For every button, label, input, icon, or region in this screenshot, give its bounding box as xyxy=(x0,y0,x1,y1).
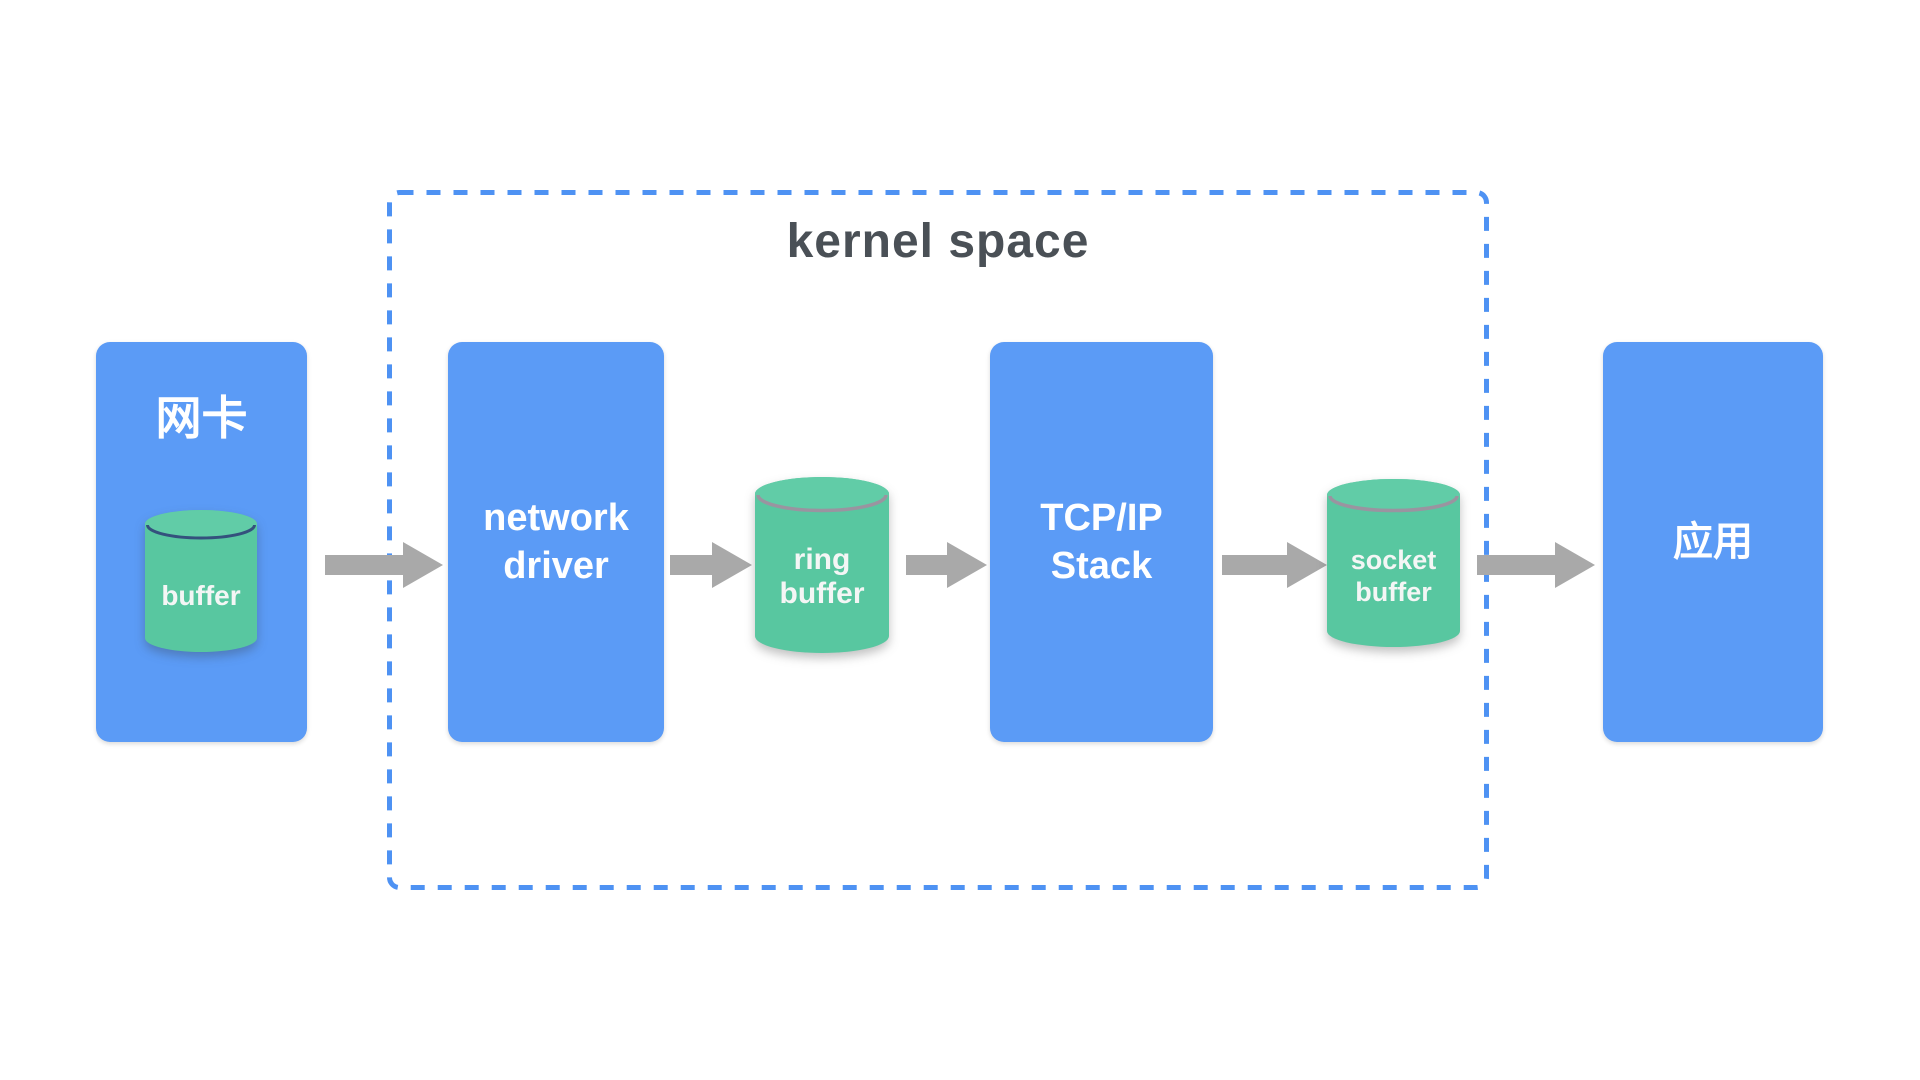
app-label: 应用 xyxy=(1673,520,1753,564)
tcp-stack-label: TCP/IP Stack xyxy=(990,494,1213,590)
node-tcp-stack: TCP/IP Stack xyxy=(990,342,1213,742)
arrow-socketbuffer-to-app-icon xyxy=(1477,542,1595,588)
cylinder-icon xyxy=(1327,479,1460,647)
dashed-border-icon xyxy=(387,190,1489,890)
node-network-driver: network driver xyxy=(448,342,664,742)
nic-buffer-cylinder: buffer xyxy=(145,510,257,652)
tcp-stack-line2: Stack xyxy=(1050,545,1153,587)
nic-label: 网卡 xyxy=(155,392,248,444)
kernel-space-title: kernel space xyxy=(786,215,1090,268)
socket-buffer-line2: buffer xyxy=(1355,577,1432,607)
cylinder-icon xyxy=(145,510,257,652)
network-driver-label: network driver xyxy=(448,494,664,590)
nic-buffer-label: buffer xyxy=(161,579,241,611)
ring-buffer-line2: buffer xyxy=(779,577,865,610)
ring-buffer-label: ring buffer xyxy=(755,477,889,653)
node-app: 应用 xyxy=(1603,342,1823,742)
tcp-stack-line1: TCP/IP xyxy=(1040,497,1163,539)
socket-buffer-label: socket buffer xyxy=(1327,479,1460,647)
socket-buffer-line1: socket xyxy=(1350,544,1437,575)
arrow-tcpstack-to-socketbuffer-icon xyxy=(1222,542,1327,588)
network-driver-line2: driver xyxy=(503,545,609,587)
network-driver-line1: network xyxy=(483,497,629,539)
socket-buffer-cylinder: socket buffer xyxy=(1327,479,1460,647)
ring-buffer-line1: ring xyxy=(793,542,851,576)
arrow-driver-to-ringbuffer-icon xyxy=(670,542,752,588)
kernel-space-boundary xyxy=(387,190,1489,890)
cylinder-icon xyxy=(755,477,889,653)
arrow-ringbuffer-to-tcpstack-icon xyxy=(906,542,987,588)
arrow-nic-to-driver-icon xyxy=(325,542,443,588)
ring-buffer-cylinder: ring buffer xyxy=(755,477,889,653)
